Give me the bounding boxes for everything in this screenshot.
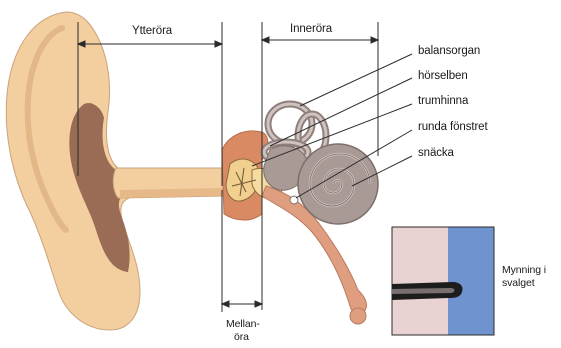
label-balance-organ: balansorgan — [418, 45, 480, 58]
label-throat-opening-line2: svalget — [502, 277, 535, 290]
label-outer-ear: Ytteröra — [132, 25, 172, 38]
label-eardrum: trumhinna — [418, 95, 468, 108]
tube-end — [350, 308, 366, 324]
throat-inset — [392, 227, 494, 335]
label-inner-ear: Inneröra — [290, 23, 332, 36]
cochlea-illustration — [298, 144, 378, 224]
label-middle-ear-line1: Mellan- — [226, 318, 260, 331]
label-middle-ear-line2: öra — [234, 331, 249, 344]
label-ossicles: hörselben — [418, 70, 468, 83]
label-cochlea: snäcka — [418, 147, 454, 160]
label-throat-opening-line1: Mynning i — [502, 264, 546, 277]
label-round-window: runda fönstret — [418, 121, 488, 134]
